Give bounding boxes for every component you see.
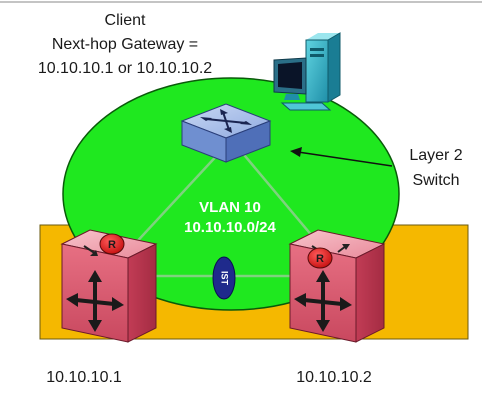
router-right-ip: 10.10.10.2	[296, 369, 372, 386]
client-pc-icon	[273, 32, 341, 111]
switch-label-line1: Layer 2	[409, 147, 462, 164]
switch-pointer-arrow	[290, 147, 393, 167]
router-left-arrows	[75, 280, 115, 322]
client-gateway-values: 10.10.10.1 or 10.10.10.2	[38, 60, 212, 77]
router-left-badge-label: R	[108, 239, 116, 251]
client-gateway-line: Next-hop Gateway =	[52, 36, 198, 53]
router-left-badge	[99, 233, 125, 255]
ist-oval	[212, 256, 236, 300]
router-right-badge-label: R	[316, 253, 324, 265]
router-right-badge	[307, 247, 333, 269]
switch-label-line2: Switch	[412, 172, 459, 189]
router-right-arrows	[303, 280, 343, 322]
ist-label: IST	[220, 271, 230, 286]
client-title: Client	[105, 12, 146, 29]
router-left-icon	[60, 229, 158, 343]
vlan-subnet: 10.10.10.0/24	[184, 219, 276, 236]
router-right-icon	[288, 229, 386, 343]
vlan-name: VLAN 10	[199, 199, 261, 216]
router-left-ip: 10.10.10.1	[46, 369, 122, 386]
layer2-switch-icon	[180, 103, 272, 163]
